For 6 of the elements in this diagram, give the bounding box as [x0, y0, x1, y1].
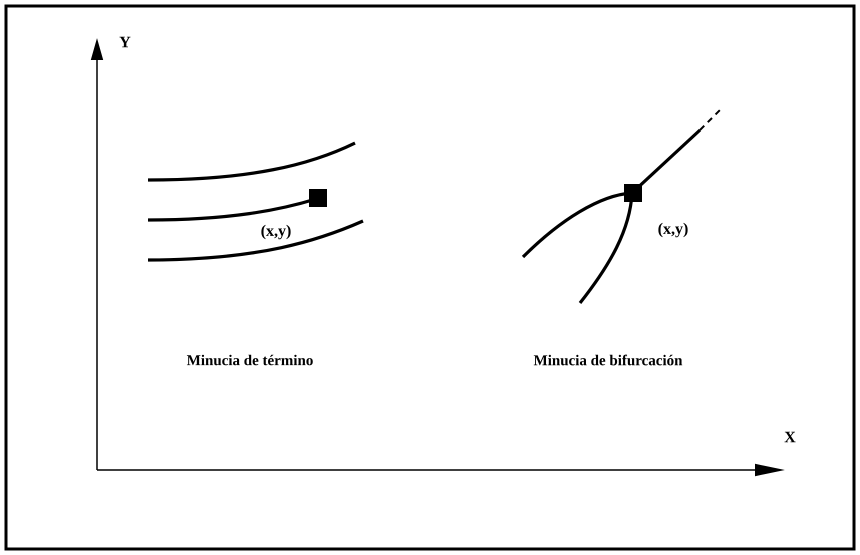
axis-label: Y	[120, 36, 130, 48]
caption-label: Minucia de bifurcación	[534, 354, 682, 366]
point-label: (x,y)	[261, 224, 291, 240]
caption-label: Minucia de término	[186, 354, 313, 366]
point-label: (x,y)	[658, 222, 688, 238]
axis-label: X	[784, 432, 796, 442]
